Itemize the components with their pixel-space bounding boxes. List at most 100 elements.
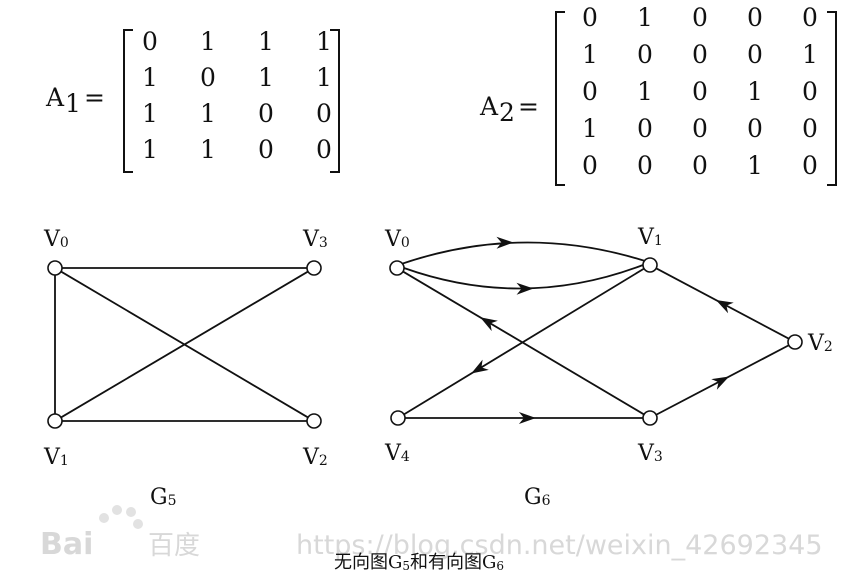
- matrix-cell: 1: [200, 99, 216, 128]
- matrix-cell: 0: [637, 114, 653, 143]
- g6-arc-v2-v1: [655, 267, 790, 340]
- matrix-cell: 0: [200, 63, 216, 92]
- g5-vertex-v2: [306, 413, 322, 429]
- g6-vertex-label-v0: V0: [384, 227, 410, 252]
- g6-vertex-label-v3: V3: [637, 441, 663, 466]
- g6-vertex-v1: [642, 257, 658, 273]
- matrix-cell: 0: [692, 3, 708, 32]
- g5-vertex-v3: [306, 260, 322, 276]
- watermark-logo-tail: 百度: [148, 531, 200, 561]
- matrix-a1-left-bracket: [123, 29, 133, 173]
- matrix-a2-name: A: [479, 92, 499, 121]
- matrix-cell: 0: [802, 114, 818, 143]
- figure-caption: 无向图G5和有向图G6: [334, 552, 504, 573]
- arrowhead: [711, 376, 730, 390]
- matrix-a2-subscript: 2: [499, 98, 515, 127]
- arrowhead: [471, 359, 489, 374]
- matrix-cell: 0: [802, 3, 818, 32]
- matrix-cell: 1: [142, 99, 158, 128]
- g6-arc-v3-v2: [655, 344, 790, 416]
- matrix-a1-subscript: 1: [65, 89, 81, 118]
- g6-vertex-v4: [390, 410, 406, 426]
- g6-arc-v3-v0: [402, 270, 645, 416]
- matrix-cell: 0: [258, 135, 274, 164]
- matrix-cell: 1: [637, 77, 653, 106]
- matrix-cell: 0: [692, 77, 708, 106]
- matrix-cell: 1: [200, 27, 216, 56]
- g6-vertex-v3: [642, 410, 658, 426]
- matrix-cell: 0: [802, 151, 818, 180]
- g5-vertex-v1: [47, 413, 63, 429]
- g5-vertex-v0: [47, 260, 63, 276]
- matrix-cell: 1: [747, 151, 763, 180]
- matrix-cell: 1: [582, 114, 598, 143]
- matrix-cell: 1: [200, 135, 216, 164]
- g6-arc-v1-v4: [403, 267, 645, 416]
- arrowhead: [496, 236, 514, 249]
- matrix-cell: 1: [802, 40, 818, 69]
- g5-vertex-label-v0: V0: [43, 227, 69, 252]
- g5-edges: [54, 267, 309, 422]
- matrix-cell: 0: [316, 99, 332, 128]
- baidu-watermark: Bai 百度: [40, 505, 200, 562]
- matrix-cell: 0: [802, 77, 818, 106]
- matrix-cell: 0: [747, 3, 763, 32]
- matrix-cell: 0: [692, 114, 708, 143]
- matrix-cell: 0: [747, 114, 763, 143]
- watermark-logo: Bai: [40, 527, 93, 562]
- matrix-cell: 1: [142, 63, 158, 92]
- g5-vertex-label-v1: V1: [43, 445, 69, 470]
- g6-caption: G6: [524, 485, 551, 510]
- matrix-cell: 1: [637, 3, 653, 32]
- g5-vertex-label-v3: V3: [302, 227, 328, 252]
- matrix-cell: 0: [637, 40, 653, 69]
- g6-vertex-label-v2: V2: [807, 331, 833, 356]
- g6-arc-v0-v1: [403, 264, 644, 295]
- matrix-a2-right-bracket: [827, 11, 837, 186]
- matrix-cell: 1: [316, 63, 332, 92]
- arrowhead: [516, 282, 534, 295]
- g5-vertex-label-v2: V2: [302, 445, 328, 470]
- matrix-cell: 0: [142, 27, 158, 56]
- arrowhead: [480, 317, 498, 332]
- g5-caption: G5: [150, 485, 177, 510]
- g6-arc-v4-v3: [405, 412, 643, 424]
- g6-vertex-v0: [389, 260, 405, 276]
- g6-vertex-label-v1: V1: [637, 225, 663, 250]
- g6-vertex-v2: [787, 334, 803, 350]
- matrix-cell: 1: [316, 27, 332, 56]
- matrix-a2-equals: =: [518, 92, 539, 121]
- g6-arc-v1-v0: [389, 236, 658, 269]
- matrix-cell: 0: [316, 135, 332, 164]
- matrix-cell: 0: [582, 3, 598, 32]
- matrix-a1-right-bracket: [330, 29, 340, 173]
- matrix-cell: 0: [747, 40, 763, 69]
- arrowhead: [715, 299, 734, 314]
- watermark-url: https://blog.csdn.net/weixin_42692345: [296, 530, 823, 561]
- matrix-cell: 0: [637, 151, 653, 180]
- g6-vertex-label-v4: V4: [384, 441, 410, 466]
- matrix-a2-left-bracket: [555, 11, 565, 186]
- matrix-a1-equals: =: [84, 83, 105, 112]
- matrix-cell: 0: [582, 151, 598, 180]
- arrowhead: [518, 412, 536, 424]
- matrix-a1-name: A: [45, 83, 65, 112]
- g5-edge-v1-v3: [60, 270, 309, 419]
- matrix-cell: 1: [142, 135, 158, 164]
- matrix-cell: 0: [692, 40, 708, 69]
- matrix-cell: 0: [258, 99, 274, 128]
- matrix-cell: 1: [582, 40, 598, 69]
- matrix-cell: 1: [747, 77, 763, 106]
- matrix-cell: 0: [582, 77, 598, 106]
- matrix-cell: 1: [258, 63, 274, 92]
